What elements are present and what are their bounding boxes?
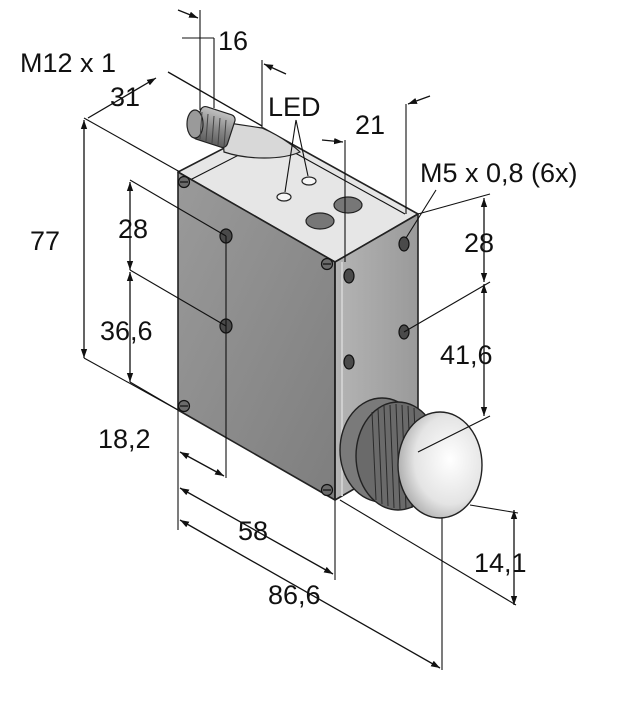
lens-assembly (339, 397, 483, 519)
mount-hole-side-2 (343, 354, 355, 370)
potentiometer-2 (333, 196, 363, 214)
label-dim-41-6: 41,6 (440, 340, 493, 370)
label-dim-58: 58 (238, 516, 268, 546)
screw-bottom-left (177, 399, 191, 413)
led-indicator-1 (276, 192, 292, 202)
label-dim-21: 21 (355, 110, 385, 140)
dimension-lines (80, 9, 519, 670)
label-dim-14-1: 14,1 (474, 548, 527, 578)
mount-hole-side-3 (398, 236, 410, 252)
led-indicator-2 (301, 176, 317, 186)
m12-connector (186, 105, 302, 159)
label-dim-86-6: 86,6 (268, 580, 321, 610)
label-mount-thread: M5 x 0,8 (6x) (420, 158, 578, 188)
screw-bottom-right (320, 483, 334, 497)
label-dim-31: 31 (110, 82, 140, 112)
label-dim-18-2: 18,2 (98, 424, 151, 454)
label-dim-28-right: 28 (464, 228, 494, 258)
label-connector-thread: M12 x 1 (20, 48, 116, 78)
screw-top-right (320, 257, 334, 271)
label-dim-16: 16 (218, 26, 248, 56)
mount-hole-side-1 (343, 268, 355, 284)
dimension-labels: M12 x 1 16 31 LED 21 M5 x 0,8 (6x) 77 28… (20, 26, 578, 610)
label-dim-28-left: 28 (118, 214, 148, 244)
label-dim-36-6: 36,6 (100, 316, 153, 346)
screw-top-left (177, 175, 191, 189)
potentiometer-1 (305, 212, 335, 230)
label-led: LED (268, 92, 321, 122)
top-face-features (276, 176, 363, 230)
label-dim-77: 77 (30, 226, 60, 256)
lens-face (397, 411, 483, 519)
